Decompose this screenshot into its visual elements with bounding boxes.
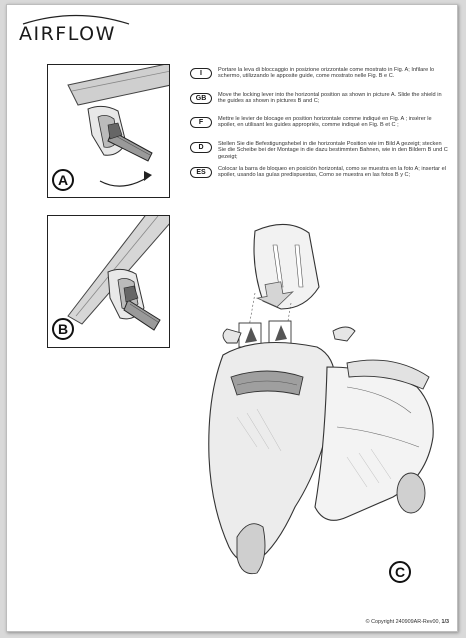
slide-arrow-icon — [255, 281, 294, 308]
figure-c-illustration — [208, 223, 434, 575]
lang-badge-gb: GB — [190, 93, 212, 104]
lang-badge-fr: F — [190, 117, 212, 128]
figure-a-panel — [47, 64, 170, 198]
scooter-front — [208, 341, 336, 563]
logo-arc-icon — [22, 14, 130, 25]
figure-b-label: B — [52, 318, 74, 340]
instruction-text-fr: Mettre le levier de blocage en position … — [218, 116, 432, 129]
brand-logo: AIRFLOW — [19, 23, 116, 45]
manual-page: AIRFLOW A B I Portare la leva — [6, 4, 458, 632]
footer-copyright: © Copyright 240909AR-Rev00, — [365, 619, 440, 625]
footer: © Copyright 240909AR-Rev00, 1/3 — [366, 619, 449, 625]
figure-a-illustration — [67, 65, 169, 187]
footer-page-number: 1/3 — [441, 619, 450, 625]
figure-b-illustration — [67, 216, 169, 331]
lang-badge-es: ES — [190, 167, 212, 178]
figure-a-label: A — [52, 169, 74, 191]
instruction-text-it: Portare la leva di bloccaggio in posizio… — [218, 67, 435, 80]
lang-badge-de: D — [190, 142, 212, 153]
figure-c-label: C — [389, 561, 411, 583]
instruction-text-gb: Move the locking lever into the horizont… — [218, 92, 442, 105]
instruction-text-de: Stellen Sie die Befestigungshebel in die… — [218, 141, 448, 160]
lang-badge-it: I — [190, 68, 212, 79]
instruction-text-es: Colocar la barra de bloqueo en posición … — [218, 166, 446, 179]
